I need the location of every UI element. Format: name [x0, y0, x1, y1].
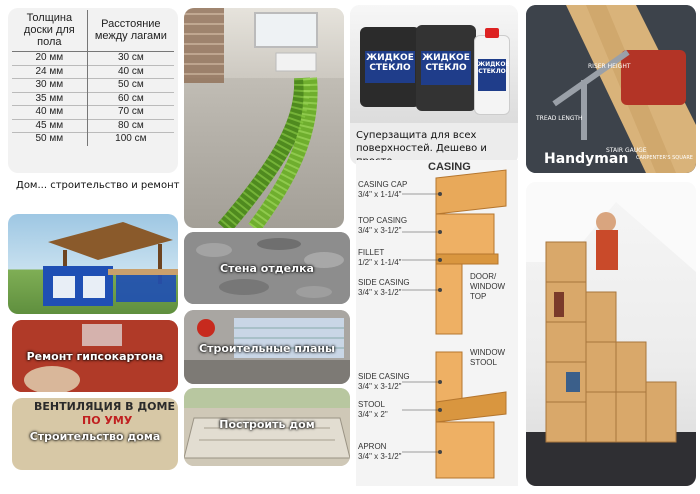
canister-large: ЖИДКОЕ СТЕКЛО [360, 27, 420, 107]
floor-pipes-tile[interactable] [184, 8, 344, 228]
wall-finish-caption: Стена отделка [220, 262, 314, 275]
vent-sign-title: ВЕНТИЛЯЦИЯ В ДОМЕ [34, 400, 175, 413]
stair-stringer-tile[interactable]: Handyman TREAD LENGTH RISER HEIGHT STAIR… [526, 5, 696, 173]
stair-layout-illustration [526, 5, 696, 173]
building-plans-tile[interactable]: Строительные планы [184, 310, 350, 384]
cell: 35 мм [12, 91, 88, 106]
corrugated-pipes-illustration [217, 52, 318, 228]
carpenters-square-label: CARPENTER'S SQUARE [636, 155, 693, 161]
label-window-stool: WINDOW STOOL [470, 348, 506, 367]
cell: 60 см [87, 91, 174, 106]
cell: 50 см [87, 78, 174, 92]
canister-label: ЖИДКОЕ СТЕКЛО [420, 50, 472, 86]
build-house-tile[interactable]: Построить дом [184, 388, 350, 466]
wall-finish-tile[interactable]: Стена отделка [184, 232, 350, 304]
build-house-caption: Построить дом [219, 418, 315, 431]
home-board-caption[interactable]: Дом... строительство и ремонт [16, 180, 180, 191]
canister-medium: ЖИДКОЕ СТЕКЛО [416, 25, 476, 111]
cell: 24 мм [12, 64, 88, 79]
cell: 50 мм [12, 132, 88, 146]
foundation-photo [184, 388, 350, 466]
shelf-staircase-tile[interactable] [526, 182, 696, 486]
col-header-thickness: Толщина доски для пола [12, 10, 88, 52]
cell: 80 см [87, 118, 174, 133]
ventilation-caption: Строительство дома [29, 430, 161, 443]
plaster-texture [184, 232, 350, 304]
col-header-spacing: Расстояние между лагами [87, 10, 174, 52]
canister-label: ЖИДКОЕ СТЕКЛО [364, 51, 416, 84]
plans-photo [184, 310, 350, 384]
casing-title: CASING [428, 161, 471, 173]
cell: 40 см [87, 64, 174, 79]
gypsum-repair-tile[interactable]: Ремонт гипсокартона [12, 320, 178, 392]
cell: 30 мм [12, 78, 88, 92]
tread-length-label: TREAD LENGTH [536, 115, 583, 122]
casing-illustration [402, 169, 507, 479]
bottle-small: ЖИДКОЕ СТЕКЛО [474, 28, 510, 115]
cell: 70 см [87, 105, 174, 119]
vent-sign-subtitle: ПО УМУ [82, 414, 133, 427]
gazebo-illustration [43, 222, 178, 306]
liquid-glass-photo: ЖИДКОЕ СТЕКЛО ЖИДКОЕ СТЕКЛО ЖИДКОЕ СТЕКЛ… [350, 5, 518, 123]
board-spacing-table: Толщина доски для пола Расстояние между … [12, 10, 174, 146]
gypsum-repair-caption: Ремонт гипсокартона [26, 350, 164, 363]
handyman-logo: Handyman [544, 151, 629, 167]
cell: 20 мм [12, 51, 88, 65]
building-plans-caption: Строительные планы [199, 342, 335, 355]
cell: 100 см [87, 132, 174, 146]
riser-height-label: RISER HEIGHT [588, 63, 631, 70]
cell: 30 см [87, 51, 174, 65]
cell: 45 мм [12, 118, 88, 133]
stair-gauge-label: STAIR GAUGE [606, 147, 647, 154]
ventilation-tile[interactable]: ВЕНТИЛЯЦИЯ В ДОМЕ ПО УМУ Строительство д… [12, 398, 178, 470]
cell: 40 мм [12, 105, 88, 119]
floor-board-table-tile[interactable]: Толщина доски для пола Расстояние между … [8, 8, 178, 173]
gazebo-tile[interactable] [8, 214, 178, 314]
bottle-label: ЖИДКОЕ СТЕКЛО [477, 59, 510, 92]
drywall-repair-photo [12, 320, 178, 392]
room-window [254, 12, 318, 48]
brick-wall [184, 8, 224, 83]
staircase-shelf-illustration [526, 182, 696, 486]
label-door-window-top: DOOR/ WINDOW TOP [470, 272, 506, 301]
liquid-glass-tile[interactable]: ЖИДКОЕ СТЕКЛО ЖИДКОЕ СТЕКЛО ЖИДКОЕ СТЕКЛ… [350, 5, 518, 165]
